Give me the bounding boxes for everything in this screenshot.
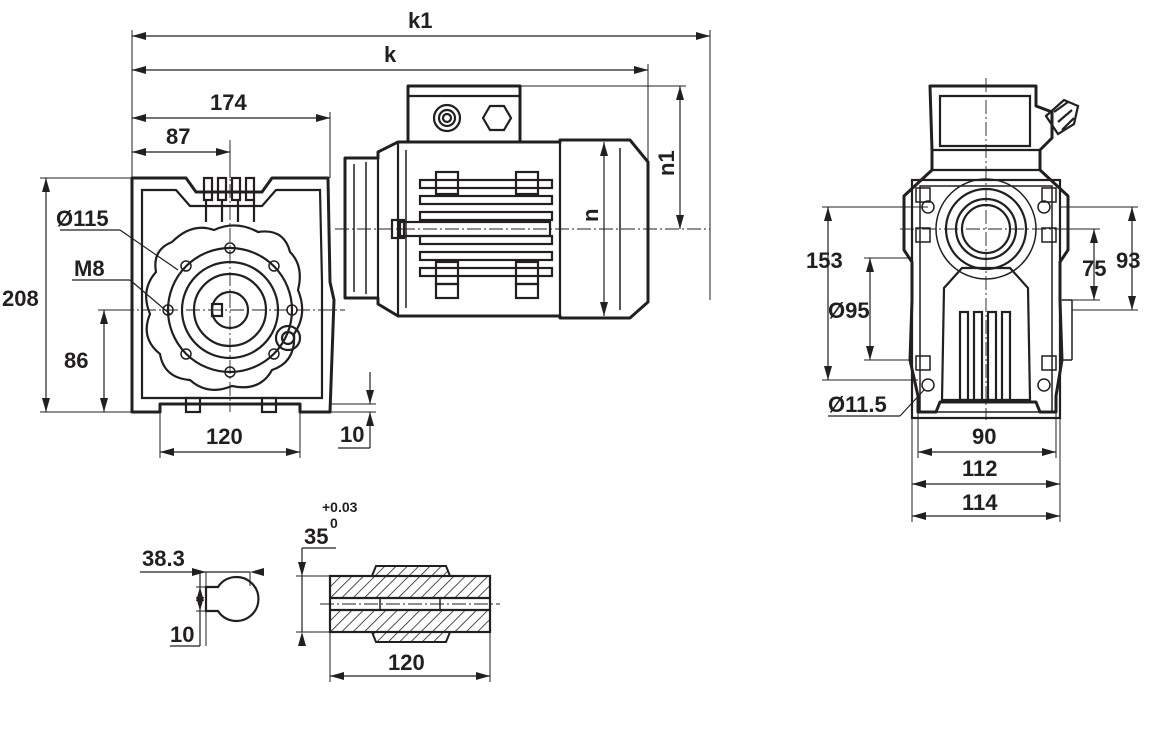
- dim-n-label: n: [578, 209, 603, 222]
- keyway-detail: [140, 568, 264, 647]
- dim-114-label: 114: [962, 490, 998, 515]
- dim-93-label: 93: [1116, 248, 1140, 273]
- dim-10-foot-label: 10: [340, 422, 364, 447]
- dim-bore-115-label: Ø115: [56, 206, 109, 231]
- dim-208-label: 208: [2, 286, 39, 311]
- dim-shaft-120-label: 120: [388, 650, 425, 675]
- tolerance-lower-label: 0: [330, 515, 338, 531]
- side-dimension-lines: [40, 30, 711, 458]
- hollow-shaft-section: [296, 547, 500, 682]
- dim-n1-label: n1: [654, 150, 679, 176]
- front-dimension-lines: [822, 206, 1138, 522]
- motor-fins: [398, 178, 554, 278]
- dim-bore-95-label: Ø95: [828, 298, 870, 323]
- dim-112-label: 112: [962, 456, 998, 481]
- dim-174-label: 174: [210, 90, 247, 115]
- dim-bore-35-label: 35: [304, 524, 328, 549]
- front-flange-holes: [915, 187, 1057, 392]
- dim-thread-m8-label: M8: [74, 256, 105, 281]
- gearbox-front-view: [902, 84, 1080, 420]
- gearbox-side-view: [130, 176, 336, 414]
- motor-side-view: [343, 84, 650, 320]
- dim-k-label: k: [384, 42, 397, 67]
- dim-153-label: 153: [806, 248, 843, 273]
- dim-87-label: 87: [166, 124, 190, 149]
- dim-key-10-label: 10: [170, 622, 194, 647]
- front-fins: [958, 310, 1012, 402]
- tolerance-upper-label: +0.03: [322, 499, 358, 515]
- gearbox-fins: [202, 176, 256, 222]
- dim-120-base-label: 120: [206, 424, 243, 449]
- dim-38-3-label: 38.3: [142, 546, 185, 571]
- dim-90-label: 90: [972, 424, 996, 449]
- dim-86-label: 86: [64, 348, 88, 373]
- dim-k1-label: k1: [408, 8, 432, 33]
- dim-75-label: 75: [1082, 256, 1106, 281]
- dim-hole-11-5-label: Ø11.5: [828, 392, 887, 417]
